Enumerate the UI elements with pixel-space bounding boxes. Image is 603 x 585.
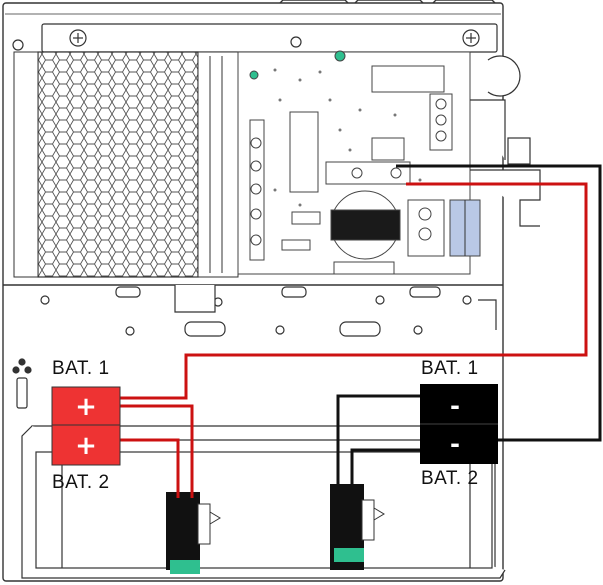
- enclosure: [2, 0, 504, 582]
- top-rail: [12, 23, 498, 53]
- plus-sign-2: +: [75, 431, 97, 461]
- led-icon: [249, 70, 259, 80]
- positive-terminal-1: +: [51, 386, 121, 426]
- label-bat2-right: BAT. 2: [421, 468, 479, 489]
- terminal-block-icon: [250, 137, 262, 246]
- fan-grill-icon: [13, 51, 239, 278]
- minus-sign-1: -: [450, 392, 460, 420]
- positive-wires: [120, 182, 588, 498]
- negative-wires: [336, 164, 602, 488]
- battery-clip-icon: [166, 492, 221, 574]
- label-bat1-left: BAT. 1: [52, 358, 110, 379]
- plus-sign-1: +: [75, 392, 97, 422]
- label-bat2-left: BAT. 2: [52, 472, 110, 493]
- lower-enclosure: [12, 285, 506, 579]
- label-bat1-right: BAT. 1: [421, 358, 479, 379]
- battery-clip-icon: [330, 484, 385, 570]
- led-icon: [334, 50, 346, 62]
- pcb-board: [237, 50, 481, 275]
- minus-sign-2: -: [450, 430, 460, 458]
- negative-terminal-block: - -: [420, 384, 498, 464]
- positive-terminal-2: +: [51, 424, 121, 466]
